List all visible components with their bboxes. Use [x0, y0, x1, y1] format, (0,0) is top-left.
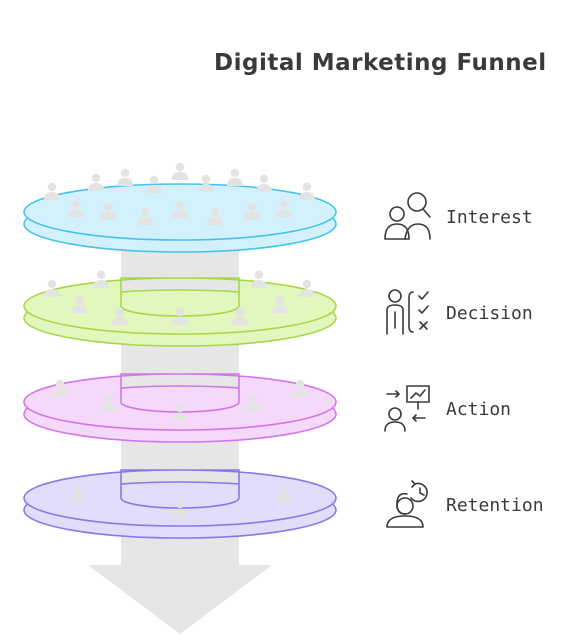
- stage-label-retention: Retention: [446, 495, 544, 516]
- people-search-icon: [384, 192, 431, 240]
- person-icon: [88, 173, 104, 191]
- person-icon: [117, 168, 133, 186]
- person-icon: [93, 270, 109, 288]
- stage-label-action: Action: [446, 399, 512, 420]
- person-icon: [227, 168, 243, 186]
- person-icon: [198, 174, 214, 192]
- person-cycle-icon: [386, 480, 428, 528]
- stage-label-decision: Decision: [446, 303, 533, 324]
- diagram-title: Digital Marketing Funnel: [214, 50, 547, 76]
- stage-label-interest: Interest: [446, 207, 533, 228]
- person-checklist-icon: [386, 289, 429, 335]
- person-icon: [256, 174, 272, 192]
- person-icon: [251, 270, 267, 288]
- person-icon: [299, 182, 315, 200]
- person-presentation-icon: [384, 385, 430, 432]
- person-icon: [44, 182, 60, 200]
- person-icon: [172, 162, 188, 180]
